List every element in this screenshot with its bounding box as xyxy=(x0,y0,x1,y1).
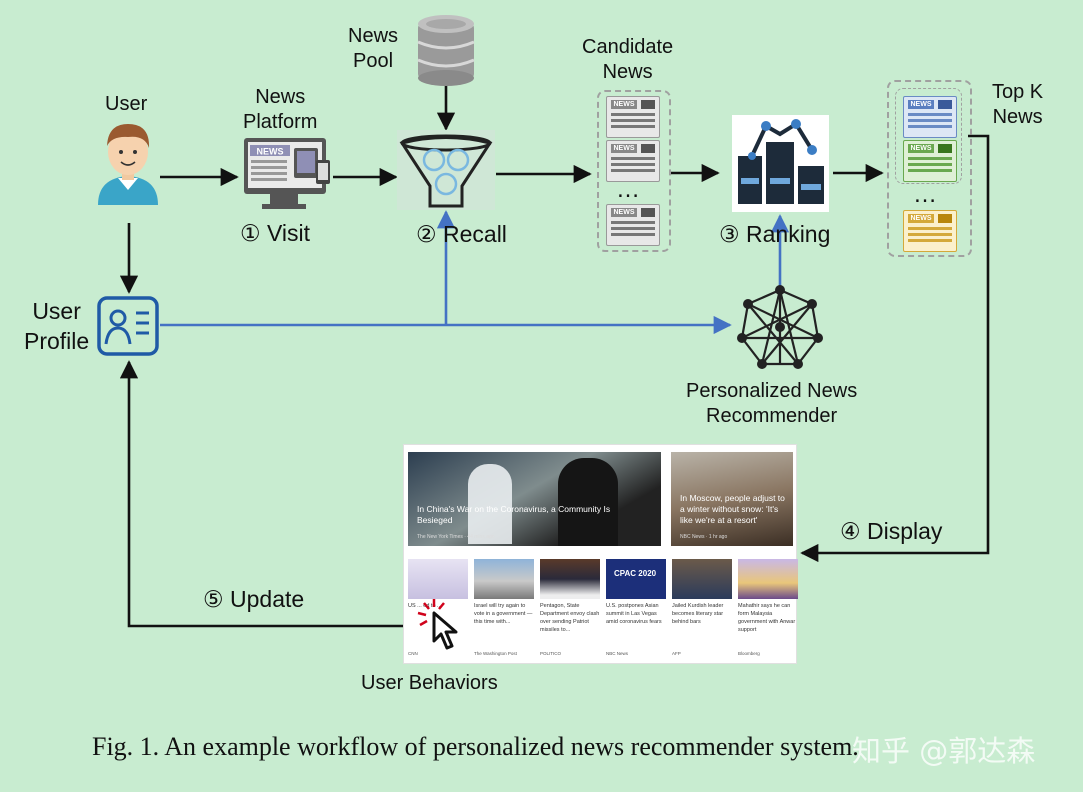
news-word: NEWS xyxy=(611,100,637,109)
hero-story-left[interactable]: In China's War on the Coronavirus, a Com… xyxy=(408,452,661,546)
click-cursor-icon xyxy=(417,599,458,650)
topk-ellipsis: … xyxy=(913,181,937,208)
hero-left-headline: In China's War on the Coronavirus, a Com… xyxy=(417,504,611,525)
card-source: POLITICO xyxy=(540,651,562,656)
card-thumbnail xyxy=(672,559,732,599)
arrow-topk-to-display xyxy=(800,134,990,563)
candidate-news-label: Candidate News xyxy=(582,36,674,83)
step-recall-label: ② Recall xyxy=(416,221,507,247)
card-source: AFP xyxy=(672,651,681,656)
flow-arrows-black xyxy=(119,84,990,628)
candidate-news-doc-icon: NEWS xyxy=(606,140,660,182)
news-card[interactable]: CPAC 2020 U.S. postpones Asian summit in… xyxy=(606,559,666,656)
card-source: Bloomberg xyxy=(738,651,760,656)
card-headline: US ... ed to ... xyxy=(408,603,442,609)
candidate-news-doc-icon: NEWS xyxy=(606,204,660,246)
top-k-inner-box xyxy=(895,88,962,184)
news-card[interactable]: US ... ed to ... CNN xyxy=(408,559,468,656)
card-thumbnail xyxy=(540,559,600,599)
recommender-label: Personalized News Recommender xyxy=(686,380,858,427)
card-source: NBC News xyxy=(606,651,629,656)
step-update-label: ⑤ Update xyxy=(203,586,305,612)
news-platform-label: News Platform xyxy=(243,86,318,133)
arrow-behavior-to-profile xyxy=(119,360,412,628)
watermark: 知乎 @郭达森 xyxy=(852,734,1036,768)
topk-news-doc-icon-blue: NEWS xyxy=(903,96,957,138)
candidate-news-box xyxy=(597,90,671,252)
news-card[interactable]: Jailed Kurdish leader becomes literary s… xyxy=(672,559,732,656)
step-display-label: ④ Display xyxy=(840,518,943,544)
card-headline: Israel will try again to vote in a gover… xyxy=(474,603,533,625)
news-card[interactable]: Mahathir says he can form Malaysia gover… xyxy=(738,559,798,656)
hazmat-figure xyxy=(468,464,512,544)
card-source: The Washington Post xyxy=(474,651,517,656)
database-icon xyxy=(417,15,475,86)
person-figure xyxy=(558,458,618,546)
step-visit-label: ① Visit xyxy=(240,220,311,246)
flow-arrows-blue xyxy=(160,210,790,335)
hero-left-source: The New York Times · 44 mins ago xyxy=(417,534,495,540)
top-k-news-box xyxy=(887,80,972,257)
card-source: CNN xyxy=(408,651,418,656)
user-profile-label: User Profile xyxy=(24,298,90,354)
ranking-icon xyxy=(732,115,829,212)
news-word: NEWS xyxy=(611,144,637,153)
hero-right-source: NBC News · 1 hr ago xyxy=(680,534,728,540)
user-behaviors-label: User Behaviors xyxy=(361,672,498,694)
news-word: NEWS xyxy=(611,208,637,217)
platform-news-word: NEWS xyxy=(257,147,284,157)
card-headline: Mahathir says he can form Malaysia gover… xyxy=(738,603,796,633)
news-pool-label: News Pool xyxy=(348,25,399,72)
news-platform-icon: NEWS xyxy=(244,138,330,209)
card-thumbnail xyxy=(408,559,468,599)
card-thumbnail xyxy=(738,559,798,599)
step-ranking-label: ③ Ranking xyxy=(719,221,831,247)
card-headline: Pentagon, State Department envoy clash o… xyxy=(540,603,600,633)
candidate-news-doc-icon: NEWS xyxy=(606,96,660,138)
news-feed-screenshot: In China's War on the Coronavirus, a Com… xyxy=(403,444,798,664)
card-headline: U.S. postpones Asian summit in Las Vegas… xyxy=(606,603,662,625)
user-profile-icon xyxy=(97,296,159,356)
cpac-badge: CPAC 2020 xyxy=(614,569,657,578)
card-thumbnail: CPAC 2020 xyxy=(606,559,666,599)
neural-network-icon xyxy=(737,285,823,369)
figure-caption: Fig. 1. An example workflow of personali… xyxy=(92,732,859,761)
news-word: NEWS xyxy=(908,144,934,153)
card-thumbnail xyxy=(474,559,534,599)
topk-news-doc-icon-yellow: NEWS xyxy=(903,210,957,252)
news-card[interactable]: Israel will try again to vote in a gover… xyxy=(474,559,534,656)
news-word: NEWS xyxy=(908,214,934,223)
topk-news-doc-icon-green: NEWS xyxy=(903,140,957,182)
user-icon xyxy=(98,124,158,205)
top-k-news-label: Top K News xyxy=(992,81,1044,128)
candidate-ellipsis: … xyxy=(616,176,640,203)
news-card[interactable]: Pentagon, State Department envoy clash o… xyxy=(540,559,600,656)
news-word: NEWS xyxy=(908,100,934,109)
funnel-icon xyxy=(397,130,495,210)
hero-story-right[interactable]: In Moscow, people adjust to a winter wit… xyxy=(671,452,793,546)
user-label: User xyxy=(105,93,148,115)
hero-right-headline: In Moscow, people adjust to a winter wit… xyxy=(680,493,785,525)
card-headline: Jailed Kurdish leader becomes literary s… xyxy=(672,603,724,625)
